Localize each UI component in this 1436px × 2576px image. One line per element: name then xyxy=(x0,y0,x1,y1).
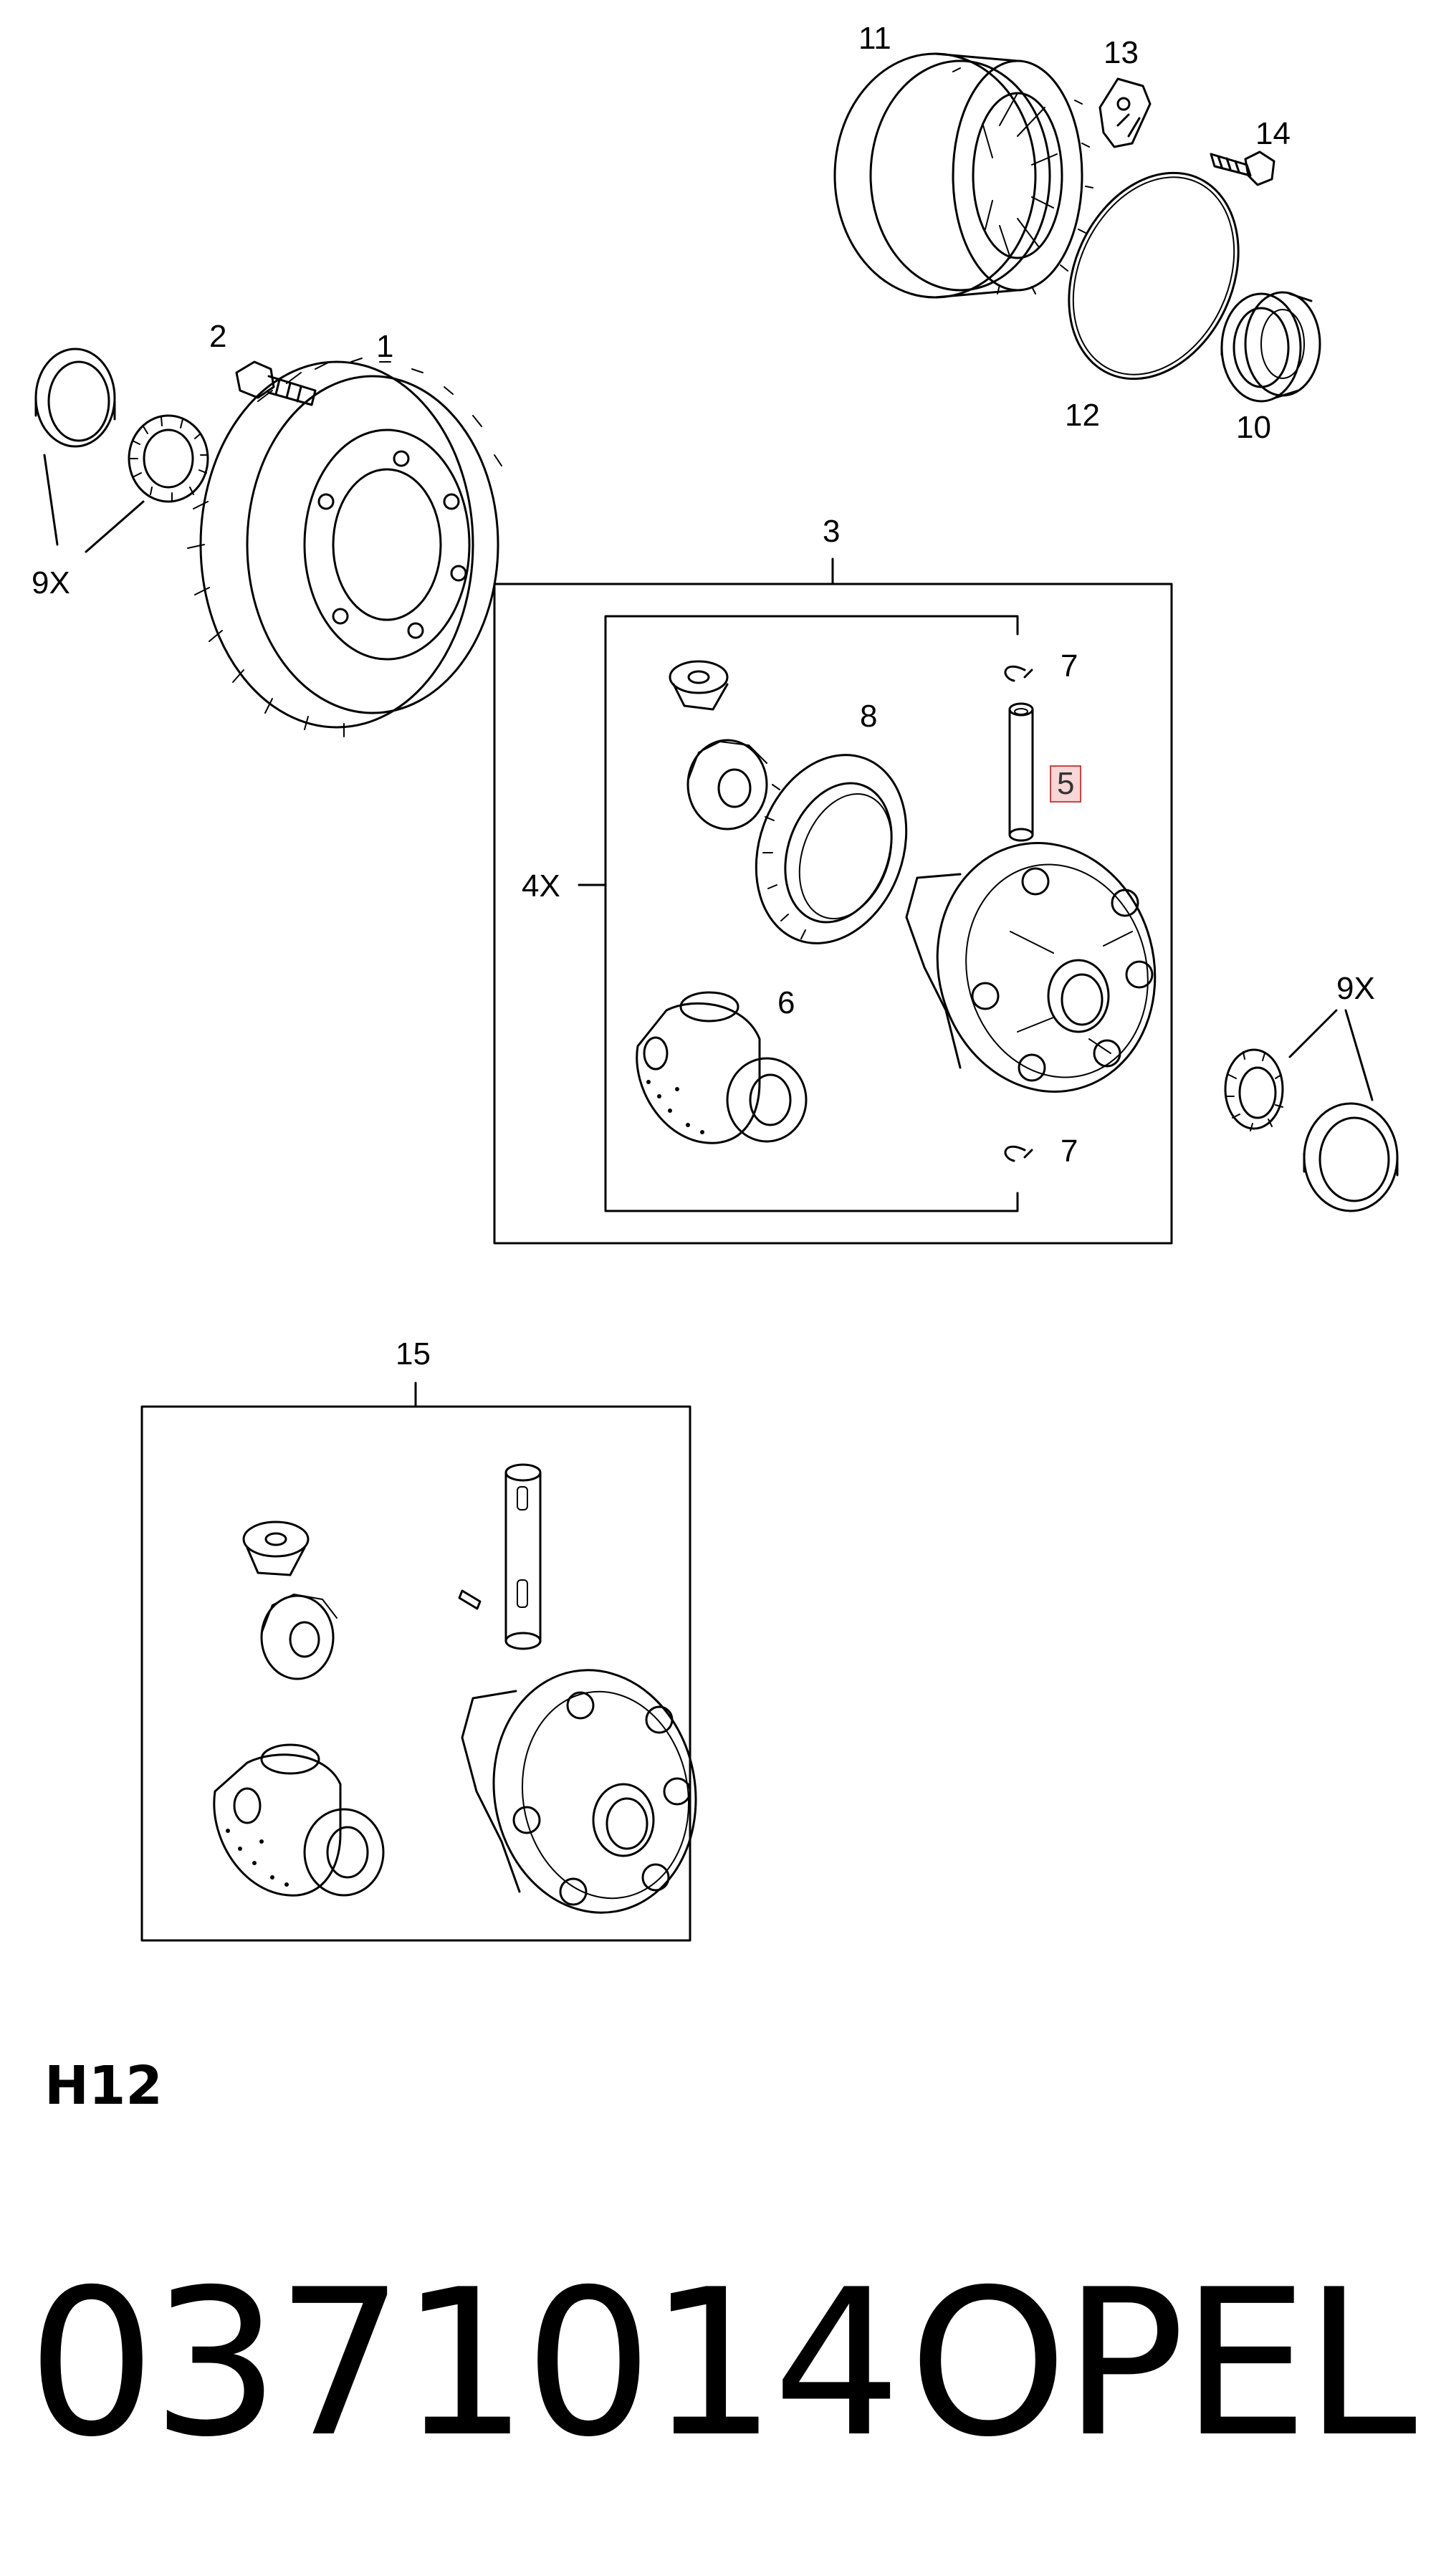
part-2-bolt xyxy=(235,360,317,406)
part-13-bracket xyxy=(1098,77,1152,148)
part-7-retaining-clip-bottom xyxy=(1004,1145,1033,1162)
callout-9x-left: 9X xyxy=(32,565,70,600)
callout-10: 10 xyxy=(1236,410,1271,445)
callout-4x: 4X xyxy=(522,868,560,904)
leader-9x-left xyxy=(43,454,145,553)
bearing-race-left xyxy=(34,348,116,448)
part-14-bolt xyxy=(1210,150,1275,186)
part-10-bearing-race xyxy=(1220,291,1321,403)
callout-2: 2 xyxy=(209,319,227,354)
diagram-code: H12 xyxy=(44,2055,163,2117)
callout-7-top: 7 xyxy=(1061,648,1078,684)
bevel-gear-side-15 xyxy=(260,1594,338,1680)
callout-15: 15 xyxy=(396,1336,431,1371)
box-3-outline xyxy=(493,557,1173,1245)
lock-pin-15 xyxy=(458,1589,482,1610)
part-6-differential-carrier xyxy=(636,991,808,1144)
callout-1: 1 xyxy=(376,329,394,364)
bevel-gear-small-15 xyxy=(242,1521,310,1576)
tapered-roller-bearing-left xyxy=(128,414,209,503)
callout-11: 11 xyxy=(858,21,891,56)
bevel-gear-side xyxy=(686,739,768,830)
part-12-o-ring xyxy=(1068,171,1240,380)
part-number: 0371014 xyxy=(27,2246,901,2481)
pinion-shaft-15 xyxy=(504,1463,542,1650)
callout-13: 13 xyxy=(1104,35,1139,70)
bevel-gear-small-top xyxy=(669,660,729,711)
part-5-pinion-shaft xyxy=(1008,702,1034,842)
differential-case-15 xyxy=(461,1669,697,1914)
callout-3: 3 xyxy=(823,514,841,549)
callout-8: 8 xyxy=(860,699,878,734)
part-1-ring-gear xyxy=(187,358,502,737)
callout-5-highlighted[interactable]: 5 xyxy=(1050,765,1082,803)
box-15-outline xyxy=(140,1382,691,1942)
callout-12: 12 xyxy=(1065,398,1100,433)
part-11-ring-gear-housing xyxy=(833,52,1093,299)
part-8-reluctor-ring xyxy=(755,754,908,944)
callout-14: 14 xyxy=(1255,116,1291,151)
differential-case xyxy=(905,842,1157,1093)
callout-6: 6 xyxy=(777,985,795,1020)
brand-name: OPEL xyxy=(909,2246,1417,2481)
leader-9x-right xyxy=(1288,1009,1374,1101)
callout-9x-right: 9X xyxy=(1336,971,1375,1006)
callout-7-bottom: 7 xyxy=(1061,1134,1078,1169)
differential-carrier-15 xyxy=(213,1743,385,1897)
part-7-retaining-clip-top xyxy=(1004,665,1033,682)
tapered-roller-bearing-right xyxy=(1224,1048,1284,1131)
bearing-race-right xyxy=(1303,1102,1399,1212)
